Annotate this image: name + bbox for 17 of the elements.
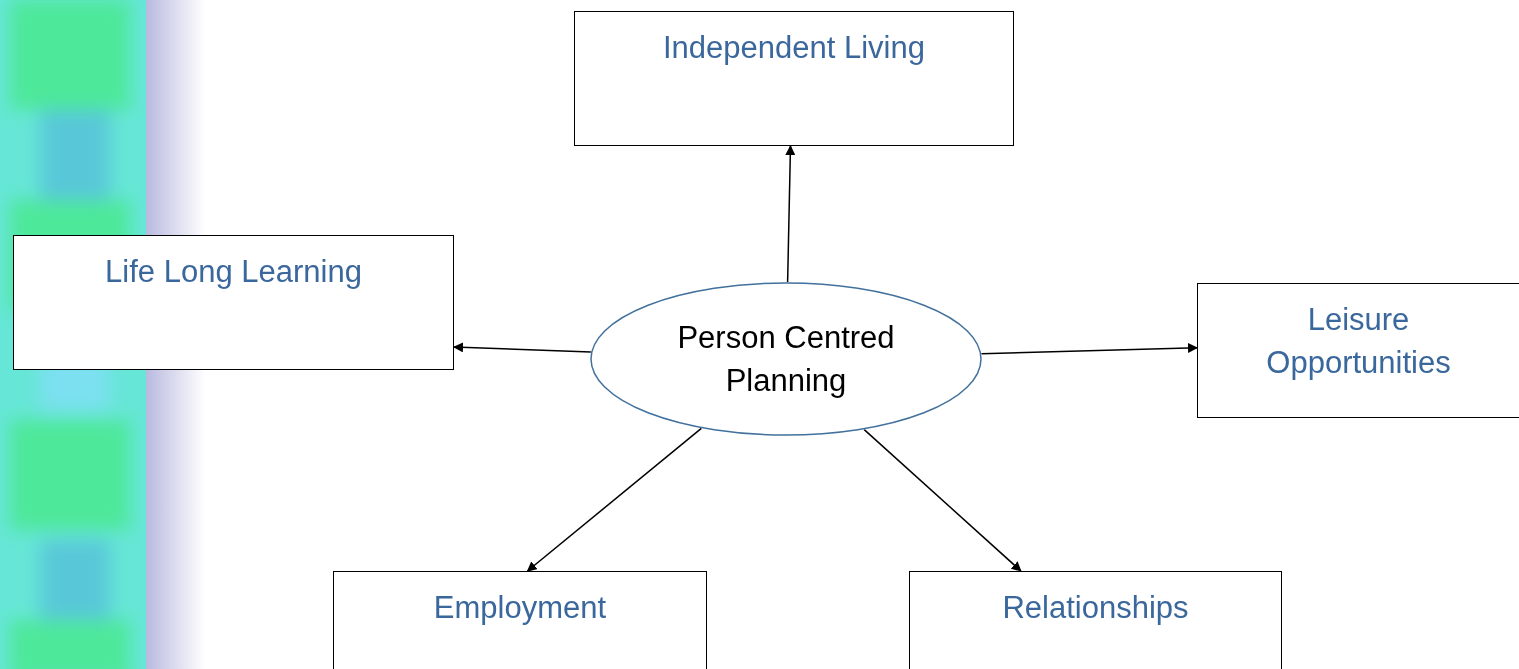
text-box [13,235,454,370]
node-label: Person Centred Planning [676,318,896,400]
arrow [453,342,592,353]
arrow [980,343,1198,355]
text-box [574,11,1014,146]
node-label: Life Long Learning [105,253,362,291]
text-box [333,571,707,669]
node-label: Relationships [1002,589,1189,627]
text-box [909,571,1282,669]
arrow [526,427,703,572]
arrow [863,428,1022,572]
ellipse-node [590,282,982,436]
node-label: Independent Living [663,29,925,67]
arrow [785,145,796,283]
node-label: Employment [433,589,607,627]
node-label: Leisure Opportunities [1265,301,1452,383]
text-box [1197,283,1519,418]
